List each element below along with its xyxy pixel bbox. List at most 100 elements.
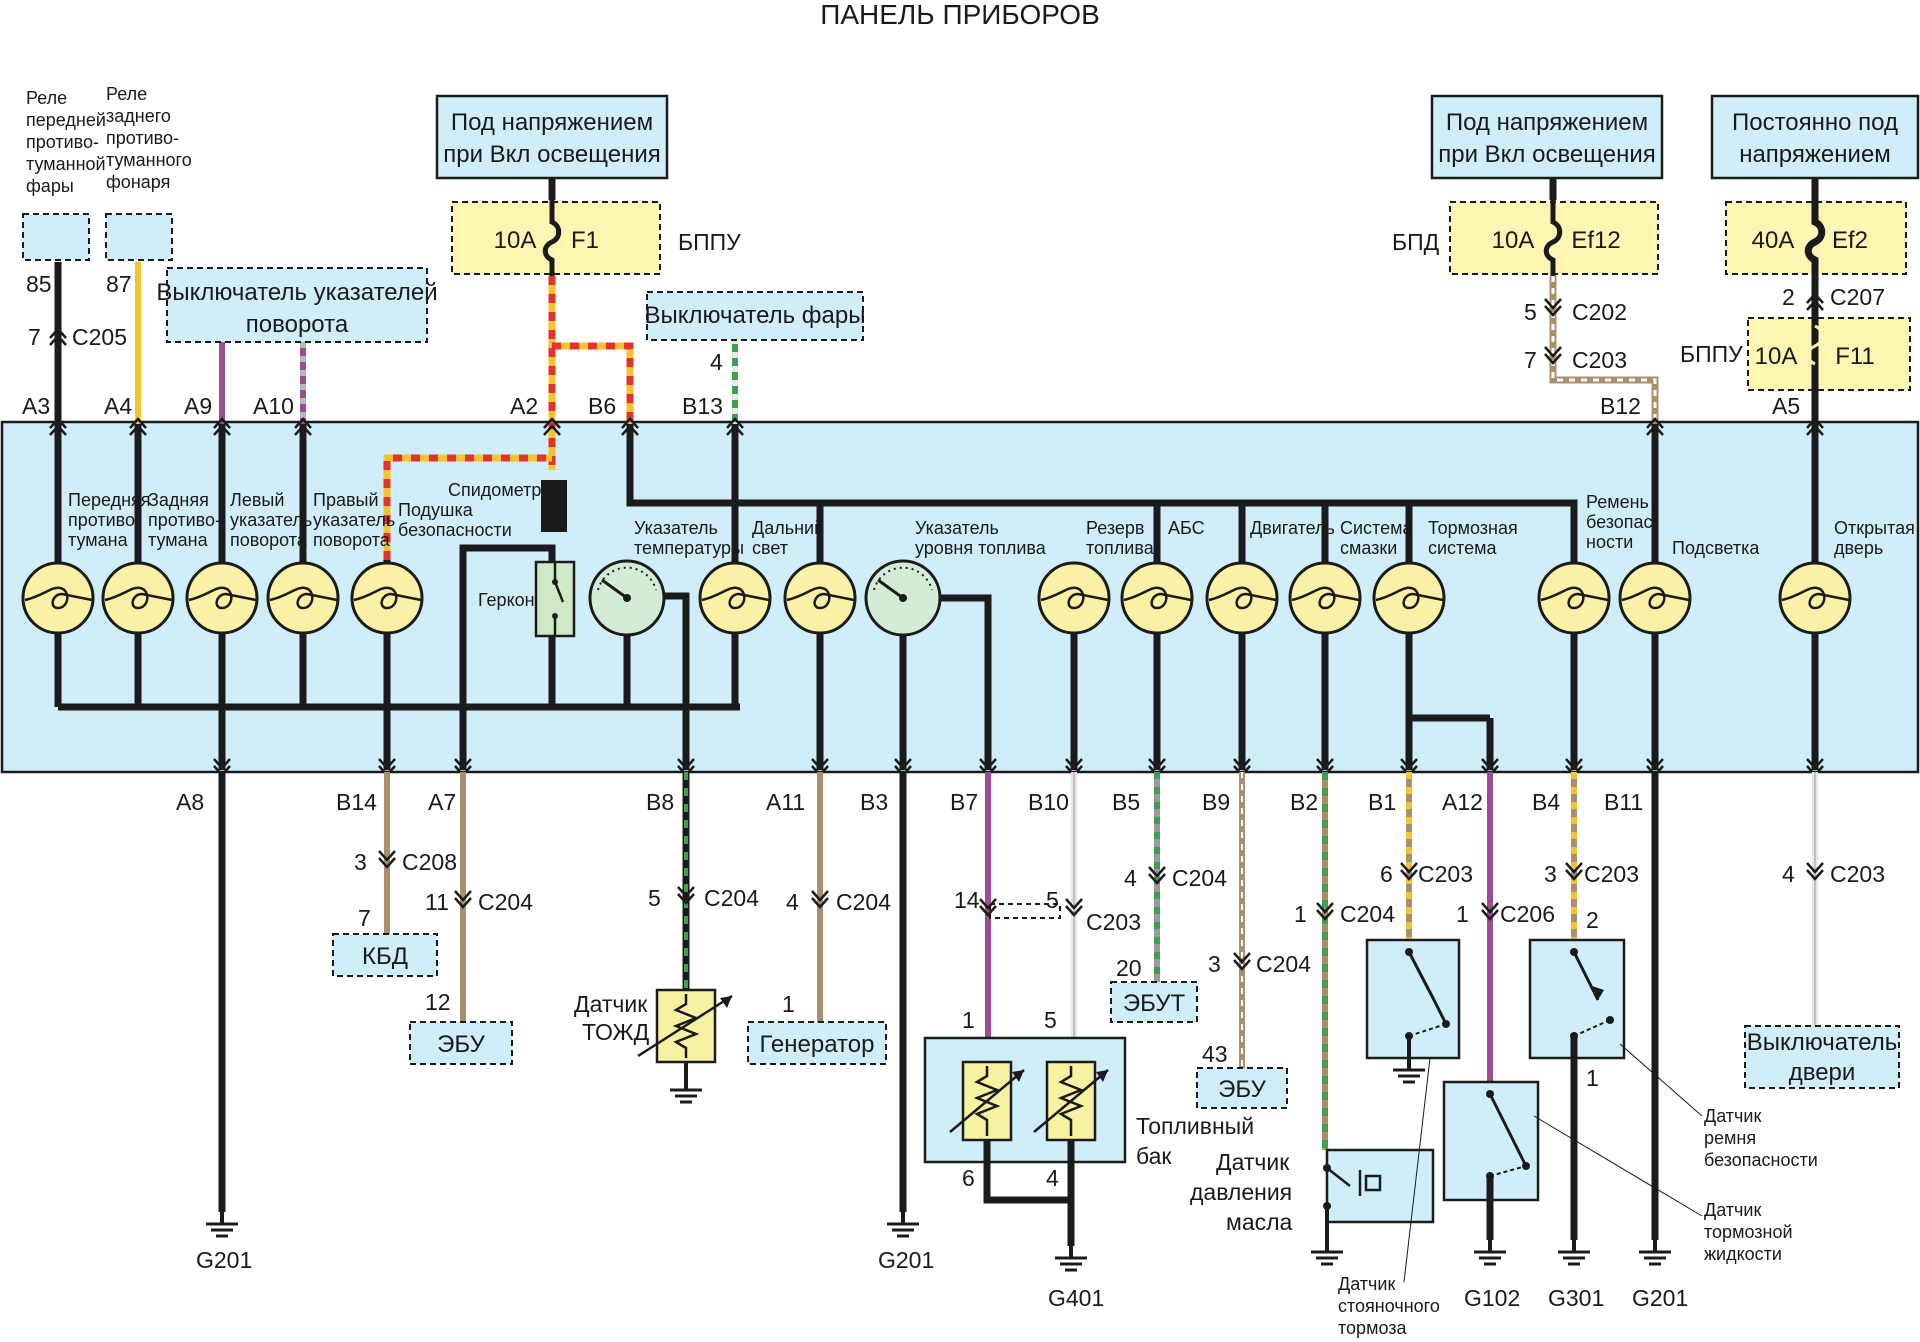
ground-g201c: G201: [1632, 1285, 1688, 1311]
park-brake-sensor: [1365, 938, 1461, 1084]
svg-text:стояночного: стояночного: [1338, 1296, 1440, 1316]
svg-text:Открытая: Открытая: [1834, 518, 1915, 538]
svg-text:КБД: КБД: [362, 943, 408, 970]
svg-text:БПД: БПД: [1392, 229, 1440, 255]
lamp-right-turn-icon: [266, 561, 340, 635]
svg-text:заднего: заднего: [106, 106, 171, 126]
belt-sensor-label: Датчик ремня безопасности: [1704, 1106, 1818, 1170]
svg-text:Ef12: Ef12: [1571, 227, 1620, 254]
svg-text:1: 1: [782, 991, 795, 1017]
svg-text:ТОЖД: ТОЖД: [582, 1019, 650, 1045]
svg-text:система: система: [1428, 538, 1497, 558]
wire-airbag: [383, 454, 552, 560]
svg-text:10A: 10A: [1755, 343, 1798, 370]
door-switch: Выключатель двери: [1744, 1025, 1900, 1089]
svg-text:Выключатель: Выключатель: [1747, 1029, 1898, 1056]
svg-text:Тормозная: Тормозная: [1428, 518, 1518, 538]
svg-text:10A: 10A: [494, 227, 537, 254]
svg-text:Реле: Реле: [26, 88, 67, 108]
power-box-left: Под напряжением при Вкл освещения: [435, 94, 669, 180]
svg-text:C204: C204: [478, 889, 533, 915]
ground-g401-icon: [1053, 1244, 1089, 1272]
svg-text:7: 7: [28, 324, 41, 350]
svg-text:2: 2: [1586, 907, 1599, 933]
svg-text:Передняя: Передняя: [68, 490, 151, 510]
svg-text:A7: A7: [428, 789, 456, 815]
svg-text:20: 20: [1116, 955, 1142, 981]
svg-text:F1: F1: [571, 227, 599, 254]
svg-text:7: 7: [358, 905, 371, 931]
svg-text:F11: F11: [1835, 343, 1875, 370]
svg-text:4: 4: [1782, 861, 1795, 887]
svg-text:топлива: топлива: [1086, 538, 1155, 558]
svg-text:двери: двери: [1789, 1059, 1856, 1086]
svg-text:Задняя: Задняя: [148, 490, 209, 510]
svg-text:Левый: Левый: [230, 490, 284, 510]
svg-text:B2: B2: [1290, 789, 1318, 815]
svg-text:Система: Система: [1340, 518, 1413, 538]
module-ecu-2: ЭБУ: [1196, 1067, 1288, 1109]
fuse-f1-element: [542, 200, 562, 276]
svg-text:40A: 40A: [1752, 227, 1795, 254]
svg-text:6: 6: [1380, 861, 1393, 887]
coolant-sensor: Датчик ТОЖД: [574, 988, 733, 1104]
svg-text:противо-: противо-: [106, 128, 179, 148]
svg-text:передней: передней: [26, 110, 106, 130]
module-generator: Генератор: [747, 1021, 887, 1065]
relay-rear-fog: Реле заднего противо- туманного фонаря 8…: [105, 84, 192, 297]
svg-text:бак: бак: [1136, 1143, 1172, 1169]
svg-text:Датчик: Датчик: [1704, 1106, 1761, 1126]
svg-text:5: 5: [1524, 299, 1537, 325]
svg-text:АБС: АБС: [1168, 518, 1205, 538]
svg-text:при Вкл освещения: при Вкл освещения: [1438, 141, 1656, 168]
svg-text:B14: B14: [336, 789, 377, 815]
svg-text:A3: A3: [22, 393, 50, 419]
svg-text:B8: B8: [646, 789, 674, 815]
svg-text:Ремень: Ремень: [1586, 492, 1649, 512]
svg-text:безопасности: безопасности: [398, 520, 512, 540]
svg-text:тумана: тумана: [148, 530, 209, 550]
fuse-f1: 10A F1 БППУ: [451, 201, 741, 275]
svg-text:A9: A9: [184, 393, 212, 419]
svg-text:4: 4: [786, 889, 799, 915]
svg-text:Подсветка: Подсветка: [1672, 538, 1760, 558]
svg-text:87: 87: [106, 271, 132, 297]
svg-text:6: 6: [962, 1165, 975, 1191]
svg-text:Датчик: Датчик: [1338, 1274, 1395, 1294]
svg-text:B1: B1: [1368, 789, 1396, 815]
svg-text:безопасности: безопасности: [1704, 1150, 1818, 1170]
svg-text:11: 11: [425, 889, 449, 915]
svg-text:C203: C203: [1572, 347, 1627, 373]
turn-signal-switch: Выключатель указателей поворота: [156, 267, 438, 343]
internal-feed-bus: [626, 424, 1578, 560]
reed-switch: Геркон: [478, 560, 576, 638]
module-ecu-1: ЭБУ: [409, 1021, 513, 1065]
svg-text:Геркон: Геркон: [478, 590, 535, 610]
svg-text:B6: B6: [588, 393, 616, 419]
svg-text:C203: C203: [1086, 909, 1141, 935]
svg-text:B12: B12: [1600, 393, 1641, 419]
power-box-right1: Под напряжением при Вкл освещения: [1430, 94, 1664, 180]
svg-text:4: 4: [1046, 1165, 1059, 1191]
svg-text:A12: A12: [1442, 789, 1483, 815]
svg-text:3: 3: [354, 849, 367, 875]
svg-text:Подушка: Подушка: [398, 500, 474, 520]
svg-text:A10: A10: [253, 393, 294, 419]
power-box-right2: Постоянно под напряжением: [1710, 94, 1920, 180]
svg-text:B4: B4: [1532, 789, 1560, 815]
svg-text:Выключатель фары: Выключатель фары: [645, 302, 866, 329]
svg-text:давления: давления: [1190, 1179, 1292, 1205]
svg-text:C204: C204: [1256, 951, 1311, 977]
svg-text:5: 5: [1044, 1007, 1057, 1033]
svg-text:туманной: туманной: [26, 154, 106, 174]
svg-text:противо-: противо-: [26, 132, 99, 152]
svg-text:5: 5: [1046, 887, 1059, 913]
lamp-backlight-icon: [1618, 561, 1692, 635]
svg-text:3: 3: [1544, 861, 1557, 887]
svg-text:указатель: указатель: [230, 510, 312, 530]
svg-text:C204: C204: [1172, 865, 1227, 891]
svg-text:3: 3: [1208, 951, 1221, 977]
fuse-ef12-element: [1543, 200, 1563, 276]
svg-text:B13: B13: [682, 393, 723, 419]
svg-text:тормоза: тормоза: [1338, 1318, 1408, 1338]
